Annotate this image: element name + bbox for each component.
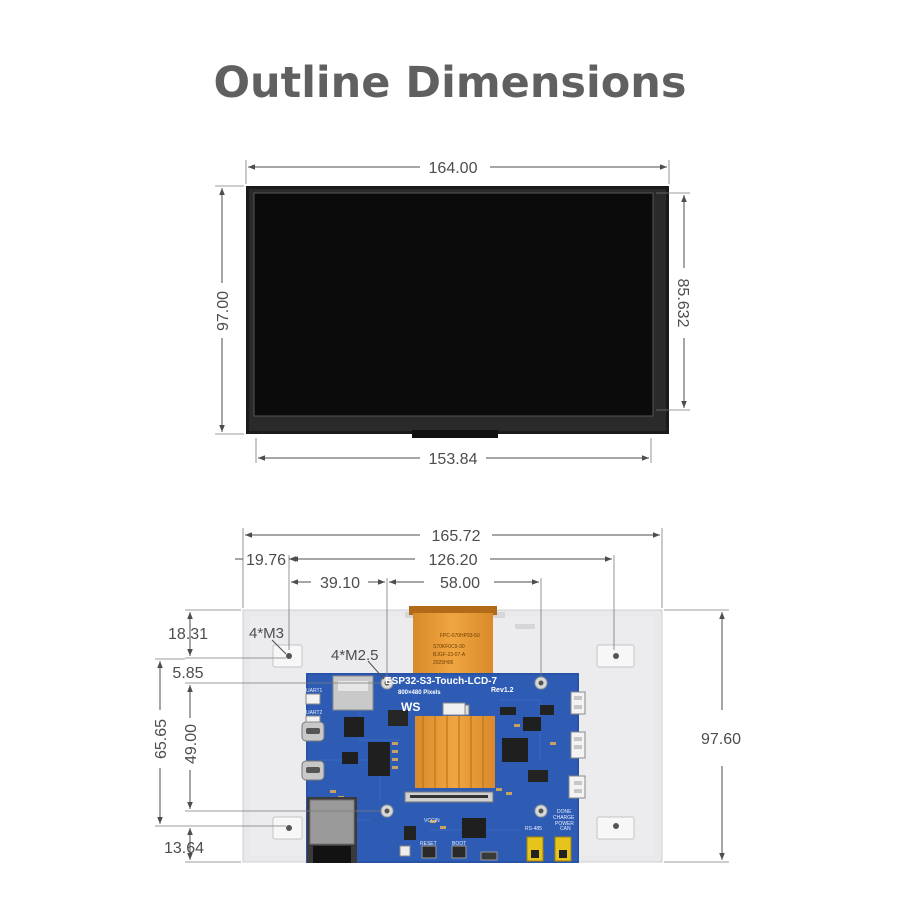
label-m25: 4*M2.5 <box>331 647 379 664</box>
ws-logo: WS <box>401 700 420 714</box>
svg-text:VCCIN: VCCIN <box>424 818 440 824</box>
dim-back-offset-left: 19.76 <box>246 552 286 569</box>
dim-back-offset-x2: 39.10 <box>320 575 360 592</box>
page-title: Outline Dimensions <box>213 58 687 108</box>
svg-text:FPC-070HP93-50: FPC-070HP93-50 <box>440 633 480 639</box>
back-view: FPC-070HP93-50 S70KF0C9-30 BJGF-23-07-A … <box>153 528 741 863</box>
svg-text:2025H06: 2025H06 <box>433 660 454 666</box>
dim-back-offset-top: 18.31 <box>168 626 208 643</box>
front-view: 164.00 97.00 85.632 153.84 <box>215 160 691 468</box>
board-revision: Rev1.2 <box>491 687 514 694</box>
dim-back-span-y2: 49.00 <box>183 724 200 764</box>
label-m3: 4*M3 <box>249 625 284 642</box>
board-resolution: 800×480 Pixels <box>398 690 441 696</box>
esp32-module <box>307 797 357 863</box>
lcd-active-area <box>253 192 654 417</box>
svg-text:S70KF0C9-30: S70KF0C9-30 <box>433 644 465 650</box>
svg-text:BJGF-23-07-A: BJGF-23-07-A <box>433 652 466 658</box>
svg-text:RESET: RESET <box>420 841 437 847</box>
dim-back-height: 97.60 <box>701 731 741 748</box>
svg-text:POWER: POWER <box>555 821 574 827</box>
svg-text:UART2: UART2 <box>306 710 323 716</box>
dim-active-width: 153.84 <box>429 451 478 468</box>
dim-back-span-x3: 58.00 <box>440 575 480 592</box>
dim-back-hole-span: 126.20 <box>429 552 478 569</box>
lcd-bottom-tab <box>412 430 498 438</box>
svg-text:CAN: CAN <box>560 826 571 832</box>
pcb-board: UART1 UART2 <box>301 673 586 863</box>
dim-back-span-y1: 65.65 <box>153 719 170 759</box>
dim-back-offset-bottom: 13.64 <box>164 840 204 857</box>
board-name: ESP32-S3-Touch-LCD-7 <box>385 676 497 687</box>
dim-back-offset-y2: 5.85 <box>172 665 203 682</box>
svg-text:DONE: DONE <box>557 809 572 815</box>
svg-text:UART1: UART1 <box>306 688 323 694</box>
dim-active-height: 85.632 <box>674 279 691 328</box>
svg-text:BOOT: BOOT <box>452 841 466 847</box>
fpc-cable: FPC-070HP93-50 S70KF0C9-30 BJGF-23-07-A … <box>409 606 497 675</box>
dim-back-width: 165.72 <box>432 528 481 545</box>
svg-text:CHARGE: CHARGE <box>553 815 575 821</box>
svg-text:RS-485: RS-485 <box>525 826 542 832</box>
dim-front-width: 164.00 <box>429 160 478 177</box>
dim-front-height: 97.00 <box>215 291 232 331</box>
